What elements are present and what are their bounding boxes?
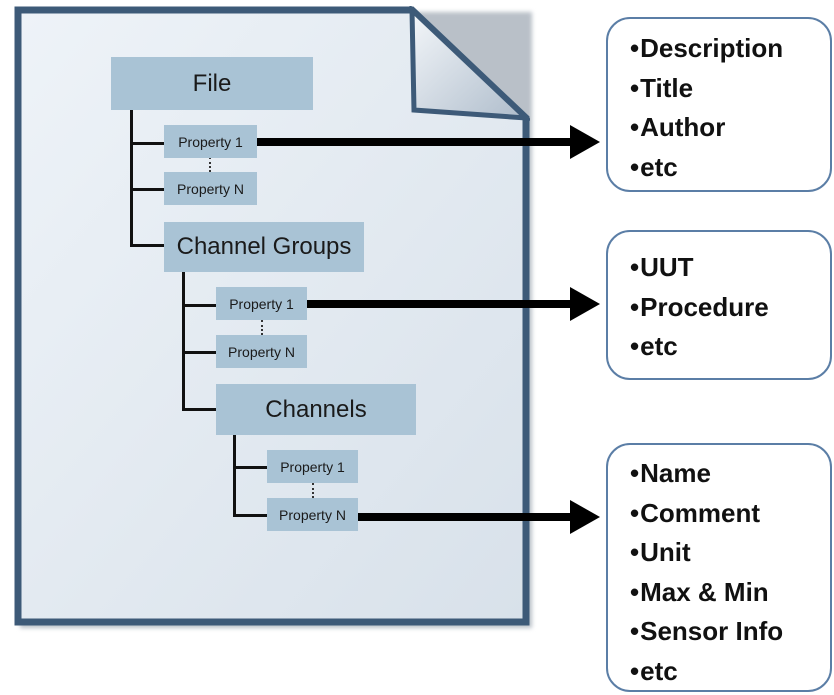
group-property-1-node: Property 1 <box>216 287 307 320</box>
connector-groups-vertical <box>182 272 185 410</box>
file-property-item: Description <box>630 29 830 69</box>
channel-property-item: Sensor Info <box>630 612 830 652</box>
group-properties-box: UUT Procedure etc <box>606 230 832 380</box>
connector-file-prop1 <box>130 142 164 145</box>
connector-channel-prop1 <box>233 466 267 469</box>
group-property-item: etc <box>630 327 830 367</box>
connector-group-prop1 <box>182 304 216 307</box>
file-property-item: etc <box>630 148 830 188</box>
connector-channels-vertical <box>233 435 236 517</box>
connector-channel-propn <box>233 514 267 517</box>
file-node: File <box>111 57 313 110</box>
channel-property-item: Comment <box>630 494 830 534</box>
channel-property-item: Unit <box>630 533 830 573</box>
connector-group-propn <box>182 351 216 354</box>
group-property-item: Procedure <box>630 288 830 328</box>
connector-channel-groups <box>130 244 164 247</box>
file-property-item: Title <box>630 69 830 109</box>
connector-channels <box>182 408 216 411</box>
channel-property-item: etc <box>630 652 830 692</box>
group-property-n-node: Property N <box>216 335 307 368</box>
file-property-n-node: Property N <box>164 172 257 205</box>
arrow-channel-properties <box>358 513 573 521</box>
arrow-file-properties <box>257 138 573 146</box>
channel-properties-box: Name Comment Unit Max & Min Sensor Info … <box>606 443 832 692</box>
channels-node: Channels <box>216 384 416 435</box>
ellipsis-dots <box>209 157 213 172</box>
channel-property-item: Max & Min <box>630 573 830 613</box>
channel-property-item: Name <box>630 454 830 494</box>
file-properties-box: Description Title Author etc <box>606 17 832 192</box>
channel-property-n-node: Property N <box>267 498 358 531</box>
channel-groups-node: Channel Groups <box>164 222 364 272</box>
ellipsis-dots <box>312 483 316 498</box>
ellipsis-dots <box>261 320 265 335</box>
arrow-head-icon <box>570 500 600 534</box>
arrow-head-icon <box>570 287 600 321</box>
connector-file-propn <box>130 188 164 191</box>
arrow-head-icon <box>570 125 600 159</box>
file-property-1-node: Property 1 <box>164 125 257 158</box>
group-property-item: UUT <box>630 248 830 288</box>
file-property-item: Author <box>630 108 830 148</box>
connector-file-vertical <box>130 110 133 246</box>
arrow-group-properties <box>307 300 573 308</box>
channel-property-1-node: Property 1 <box>267 450 358 483</box>
